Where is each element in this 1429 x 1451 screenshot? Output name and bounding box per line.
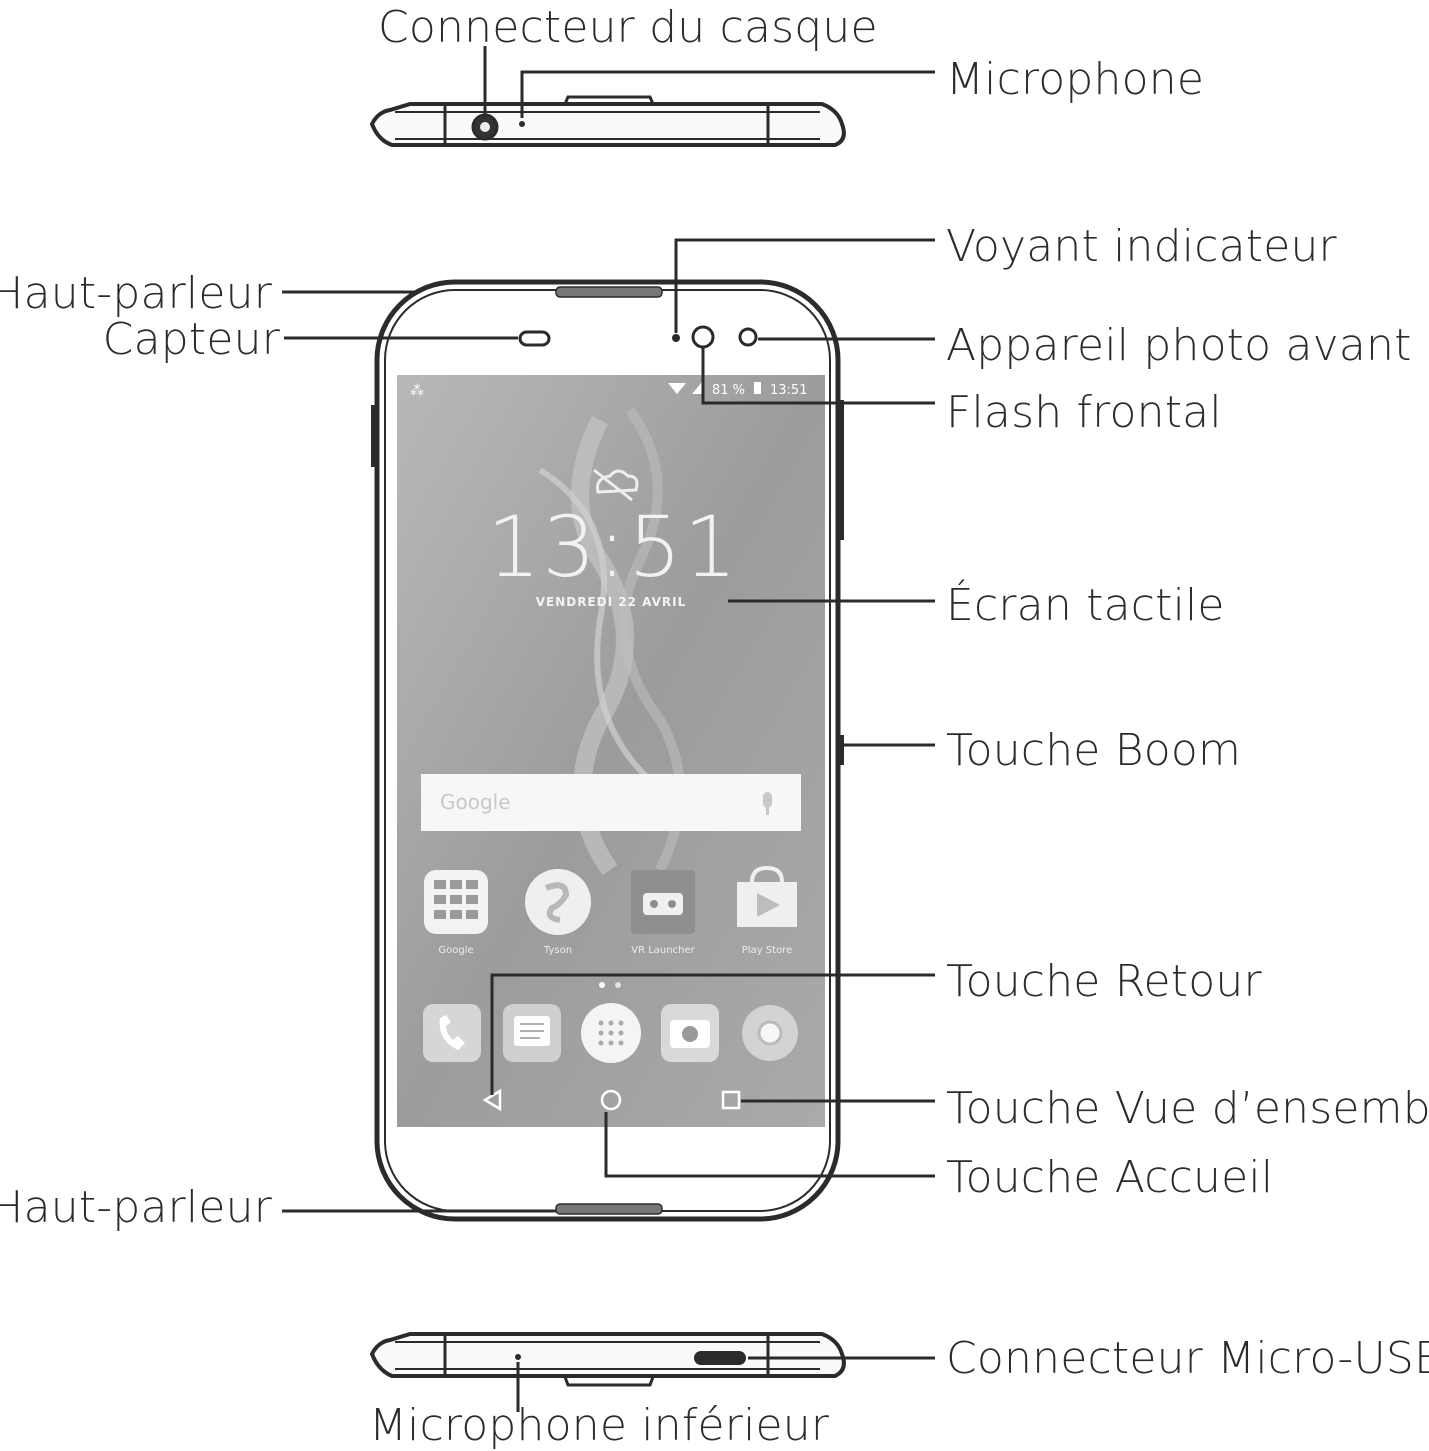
indicator-led (672, 334, 680, 342)
overview-key-icon[interactable] (721, 1090, 741, 1110)
label-speaker-bottom: Haut-parleur (0, 1182, 272, 1233)
search-bar-text: Google (440, 790, 511, 814)
dock-app-drawer-icon[interactable] (581, 1003, 641, 1063)
top-speaker-grille (555, 286, 663, 298)
lockscreen-date: VENDREDI 22 AVRIL (536, 595, 687, 609)
phone-top-edge (369, 95, 846, 147)
label-overview-key: Touche Vue d’ensemble (946, 1083, 1429, 1134)
label-back-key: Touche Retour (946, 956, 1262, 1007)
label-boom-key: Touche Boom (946, 725, 1242, 776)
dock-messages-icon[interactable] (503, 1004, 561, 1062)
top-mic-hole (519, 121, 525, 127)
app-label: Play Store (742, 945, 792, 956)
label-micro-usb: Connecteur Micro-USB (946, 1333, 1429, 1384)
page-indicator (599, 982, 605, 988)
battery-icon (754, 382, 761, 394)
label-touchscreen: Écran tactile (946, 580, 1225, 631)
app-label: Google (438, 945, 473, 956)
touchscreen (397, 375, 825, 1127)
label-headphone-connector: Connecteur du casque (378, 2, 878, 53)
label-indicator-light: Voyant indicateur (946, 221, 1337, 272)
svg-text:⁂: ⁂ (410, 383, 424, 399)
front-camera-lens (691, 325, 715, 349)
label-bottom-microphone: Microphone inférieur (369, 1400, 830, 1451)
google-search-bar[interactable] (421, 774, 801, 831)
label-sensor: Capteur (102, 314, 280, 365)
leader-lines (282, 46, 935, 1412)
status-battery: 81 % (712, 383, 745, 398)
phone-bottom-edge (369, 1332, 846, 1387)
proximity-sensor (518, 330, 551, 347)
status-time: 13:51 (770, 383, 807, 398)
app-label: Tyson (543, 945, 572, 956)
micro-usb-port (694, 1351, 746, 1365)
phone-front: ⁂ 81 % 13:51 13:51 VENDREDI 22 AVRIL Goo… (371, 279, 844, 1222)
app-play-store[interactable]: Play Store (737, 865, 797, 956)
app-google-folder[interactable]: Google (424, 870, 488, 956)
app-label: VR Launcher (631, 945, 695, 956)
mic-icon[interactable] (763, 792, 772, 815)
wifi-icon (668, 383, 686, 394)
back-key-icon[interactable] (482, 1088, 502, 1112)
label-front-flash: Flash frontal (946, 387, 1222, 438)
app-vr-launcher[interactable]: VR Launcher (631, 870, 696, 956)
front-flash-lens (738, 327, 758, 347)
weather-icon (593, 468, 639, 502)
label-microphone: Microphone (946, 54, 1205, 105)
dock-chrome-icon[interactable] (742, 1005, 798, 1061)
label-speaker-top: Haut-parleur (0, 268, 272, 319)
signal-icon (692, 382, 702, 394)
dock-camera-icon[interactable] (661, 1004, 719, 1062)
app-tyson[interactable]: Tyson (525, 869, 591, 956)
label-front-camera: Appareil photo avant (946, 320, 1412, 371)
home-key-icon[interactable] (600, 1089, 622, 1111)
dock-phone-icon[interactable] (423, 1004, 481, 1062)
label-home-key: Touche Accueil (946, 1152, 1274, 1203)
lockscreen-clock: 13:51 (487, 498, 739, 596)
bottom-speaker-grille (555, 1203, 663, 1215)
bottom-mic-hole (515, 1354, 521, 1360)
